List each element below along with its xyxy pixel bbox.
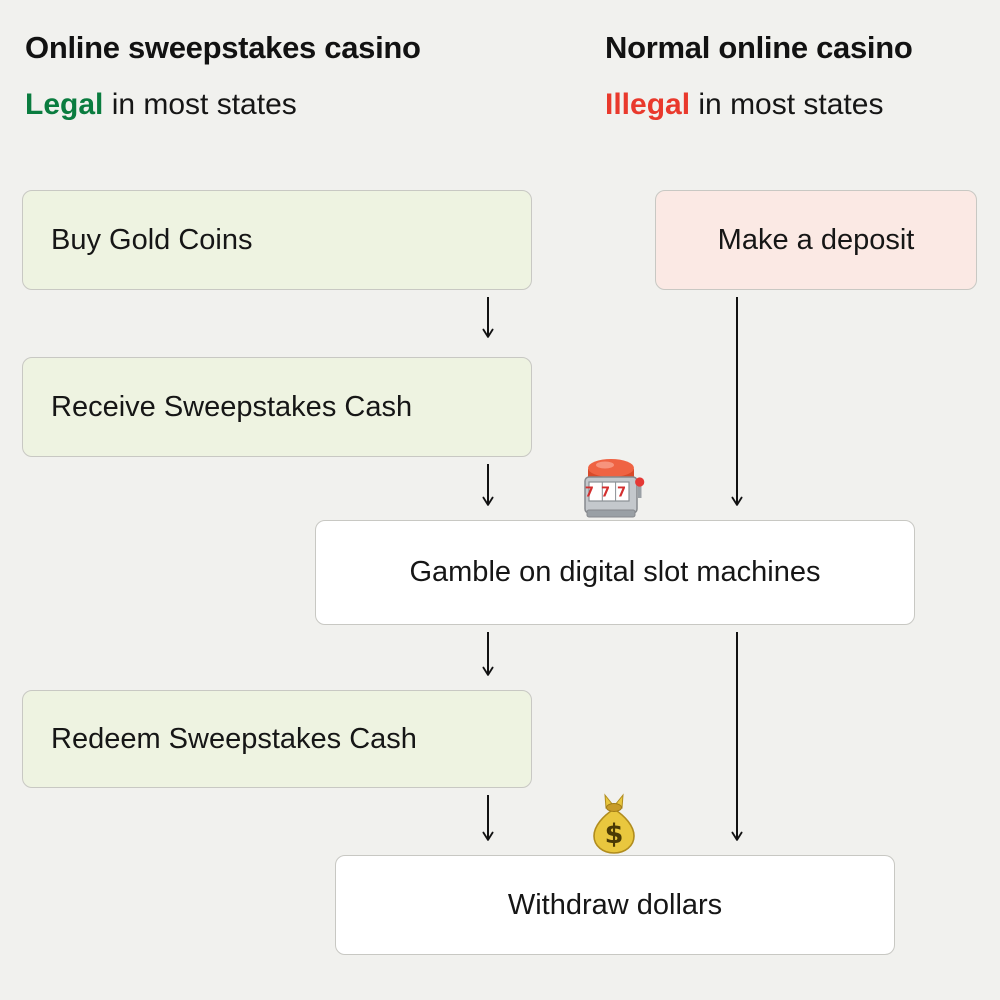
step-label: Gamble on digital slot machines xyxy=(409,556,821,588)
slot-machine-graphic: 777 xyxy=(584,459,645,518)
step-box-gamble: Gamble on digital slot machines xyxy=(315,520,915,625)
slot-machine-icon: 777 xyxy=(584,459,645,518)
slot-sevens-text: 777 xyxy=(585,486,633,501)
step-box-buy-gold-coins: Buy Gold Coins xyxy=(22,190,532,290)
left-column-subtitle: Legal in most states xyxy=(25,88,297,122)
step-box-withdraw-dollars: Withdraw dollars xyxy=(335,855,895,955)
illegal-status-suffix: in most states xyxy=(690,88,884,121)
money-bag-graphic: $ xyxy=(593,793,635,854)
dollar-sign-text: $ xyxy=(605,819,624,850)
legal-status-word: Legal xyxy=(25,88,104,121)
illegal-status-word: Illegal xyxy=(605,88,691,121)
step-label: Withdraw dollars xyxy=(507,888,723,921)
step-box-redeem-sweepstakes-cash: Redeem Sweepstakes Cash xyxy=(22,690,532,788)
step-label: Make a deposit xyxy=(717,223,915,256)
step-label: Receive Sweepstakes Cash xyxy=(51,390,413,423)
right-column-subtitle: Illegal in most states xyxy=(605,88,883,122)
legal-status-suffix: in most states xyxy=(103,88,297,121)
step-label: Buy Gold Coins xyxy=(51,223,253,256)
step-label: Redeem Sweepstakes Cash xyxy=(51,722,417,755)
step-box-make-a-deposit: Make a deposit xyxy=(655,190,977,290)
step-box-receive-sweepstakes-cash: Receive Sweepstakes Cash xyxy=(22,357,532,457)
right-column-title: Normal online casino xyxy=(605,30,913,65)
money-bag-icon: $ xyxy=(593,793,635,854)
left-column-title: Online sweepstakes casino xyxy=(25,30,421,65)
